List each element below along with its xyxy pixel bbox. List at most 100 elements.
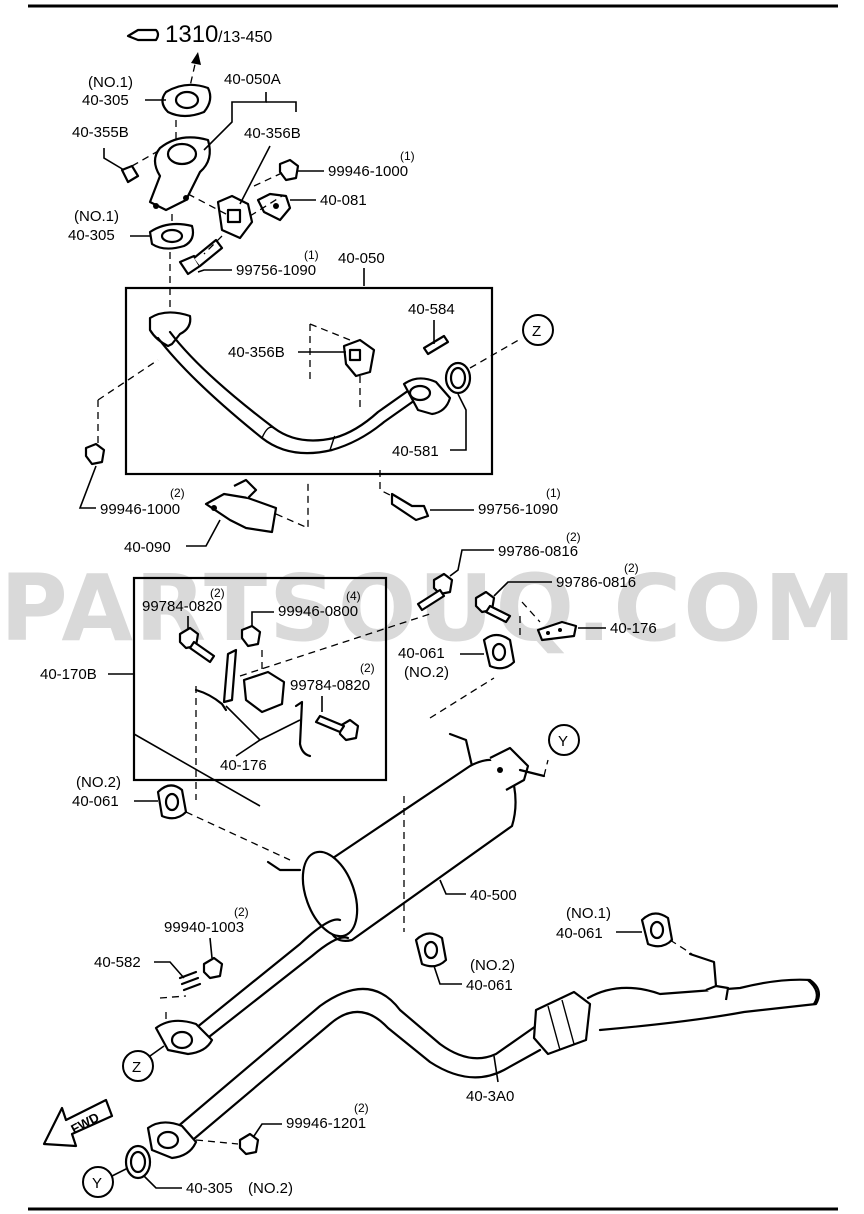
label-gasket-top: 40-305 bbox=[82, 92, 129, 109]
nut-1201[interactable] bbox=[238, 1132, 260, 1156]
label-bracket-356b-top: 40-356B bbox=[244, 125, 301, 142]
label-rubber-061-right-note: (NO.1) bbox=[566, 905, 611, 922]
label-bolt-355b: 40-355B bbox=[72, 124, 129, 141]
ring-581[interactable] bbox=[444, 361, 472, 395]
label-bolt-0816-b: 99786-0816 bbox=[556, 574, 636, 591]
reference-pointer[interactable]: 1310 /13-450 bbox=[126, 21, 272, 48]
bolt-1090-top[interactable] bbox=[178, 238, 224, 276]
bolt-355b[interactable] bbox=[120, 164, 140, 184]
label-bracket-356b-mid: 40-356B bbox=[228, 344, 285, 361]
front-pipe-assy-box bbox=[124, 286, 494, 476]
rubber-061-mid[interactable] bbox=[482, 633, 516, 670]
label-nut-1201: 99946-1201 bbox=[286, 1115, 366, 1132]
connector-z-top[interactable]: Z bbox=[522, 314, 554, 346]
bracket-356b-top[interactable] bbox=[216, 194, 254, 240]
connector-y-bottom[interactable]: Y bbox=[82, 1166, 114, 1198]
leader-bolt-355b bbox=[103, 148, 125, 171]
muffler-500[interactable] bbox=[266, 732, 546, 944]
label-gasket-top-note: (NO.1) bbox=[88, 74, 133, 91]
connector-z-top-label: Z bbox=[532, 323, 541, 340]
fwd-arrow: FWD bbox=[42, 1098, 114, 1148]
nut-0800[interactable] bbox=[240, 624, 262, 648]
label-bolt-0816-a: 99786-0816 bbox=[498, 543, 578, 560]
label-rubber-061-mid-note: (NO.2) bbox=[404, 664, 449, 681]
label-nut-0800: 99946-0800 bbox=[278, 603, 358, 620]
label-gasket-no2-bottom: 40-305 bbox=[186, 1180, 233, 1197]
reference-sub: /13-450 bbox=[218, 29, 272, 46]
rubber-061-left[interactable] bbox=[156, 784, 188, 820]
hanger-176-right[interactable] bbox=[536, 620, 578, 642]
label-hanger-assy-170b: 40-170B bbox=[40, 666, 97, 683]
bolt-0820-a[interactable] bbox=[178, 626, 216, 664]
spring-582[interactable] bbox=[178, 970, 202, 992]
qty-bolt-1090-mid: (1) bbox=[546, 486, 561, 500]
label-rubber-061-lower-note: (NO.2) bbox=[470, 957, 515, 974]
leader-front-pipe-upper-a bbox=[203, 92, 267, 151]
bolt-0820-b[interactable] bbox=[314, 714, 360, 742]
fwd-label: FWD bbox=[68, 1109, 101, 1136]
label-hanger-176-right: 40-176 bbox=[610, 620, 657, 637]
leader-bracket-356b-top bbox=[239, 145, 271, 205]
label-nut-1000-top: 99946-1000 bbox=[328, 163, 408, 180]
connector-z-bottom-label: Z bbox=[132, 1059, 141, 1076]
hanger-176-box[interactable] bbox=[194, 648, 312, 758]
connector-y-bottom-label: Y bbox=[92, 1175, 102, 1192]
front-pipe-upper[interactable] bbox=[148, 136, 211, 212]
connector-y-top[interactable]: Y bbox=[548, 724, 580, 756]
rubber-061-right[interactable] bbox=[640, 912, 718, 988]
sensor-584[interactable] bbox=[422, 334, 450, 356]
ref-arrowhead-icon bbox=[191, 52, 201, 65]
gasket-no1-top[interactable] bbox=[161, 83, 212, 118]
label-spring-582: 40-582 bbox=[94, 954, 141, 971]
hanger-assy-box bbox=[132, 576, 388, 782]
qty-nut-1000-mid: (2) bbox=[170, 486, 185, 500]
label-bolt-1090-mid: 99756-1090 bbox=[478, 501, 558, 518]
label-bolt-0820-a: 99784-0820 bbox=[142, 598, 222, 615]
reference-main: 1310 bbox=[165, 21, 218, 48]
bolt-1090-mid[interactable] bbox=[390, 492, 430, 522]
label-nut-1000-mid: 99946-1000 bbox=[100, 501, 180, 518]
label-rubber-061-left-note: (NO.2) bbox=[76, 774, 121, 791]
qty-nut-1201: (2) bbox=[354, 1101, 369, 1115]
label-gasket-no2-bottom-note: (NO.2) bbox=[248, 1180, 293, 1197]
front-pipe-assy[interactable] bbox=[148, 311, 452, 455]
label-front-pipe-assy: 40-050 bbox=[338, 250, 385, 267]
leader-front-pipe-upper-b bbox=[266, 101, 297, 112]
qty-nut-1000-top: (1) bbox=[400, 149, 415, 163]
label-rubber-061-right: 40-061 bbox=[556, 925, 603, 942]
label-muffler-500: 40-500 bbox=[470, 887, 517, 904]
connector-z-bottom[interactable]: Z bbox=[122, 1050, 154, 1082]
label-rubber-061-left: 40-061 bbox=[72, 793, 119, 810]
bolt-0816-b[interactable] bbox=[474, 590, 512, 624]
label-bolt-1090-top: 99756-1090 bbox=[236, 262, 316, 279]
bracket-090[interactable] bbox=[204, 478, 278, 534]
label-sensor-584: 40-584 bbox=[408, 301, 455, 318]
nut-1003[interactable] bbox=[202, 956, 224, 980]
label-rubber-061-mid: 40-061 bbox=[398, 645, 445, 662]
watermark: PARTSOUQ.COM bbox=[0, 555, 858, 662]
rubber-061-lower[interactable] bbox=[414, 932, 448, 968]
gasket-no1-mid[interactable] bbox=[148, 222, 195, 250]
gasket-no2-bottom[interactable] bbox=[124, 1144, 152, 1180]
bracket-356b-mid[interactable] bbox=[342, 338, 376, 378]
label-stud-081: 40-081 bbox=[320, 192, 367, 209]
qty-bolt-0820-b: (2) bbox=[360, 661, 375, 675]
qty-bolt-0820-a: (2) bbox=[210, 586, 225, 600]
label-bolt-0820-b: 99784-0820 bbox=[290, 677, 370, 694]
label-hanger-176-box: 40-176 bbox=[220, 757, 267, 774]
label-ring-581: 40-581 bbox=[392, 443, 439, 460]
qty-bolt-0816-b: (2) bbox=[624, 561, 639, 575]
label-bracket-090: 40-090 bbox=[124, 539, 171, 556]
nut-1000-top[interactable] bbox=[278, 158, 300, 182]
pointing-hand-icon bbox=[126, 28, 160, 42]
qty-bolt-1090-top: (1) bbox=[304, 248, 319, 262]
stud-081[interactable] bbox=[256, 192, 292, 222]
center-pipe-3a0[interactable] bbox=[146, 918, 821, 1160]
label-rubber-061-lower: 40-061 bbox=[466, 977, 513, 994]
label-gasket-mid-note: (NO.1) bbox=[74, 208, 119, 225]
qty-bolt-0816-a: (2) bbox=[566, 530, 581, 544]
bolt-0816-a[interactable] bbox=[416, 572, 454, 612]
nut-1000-mid[interactable] bbox=[84, 442, 106, 466]
label-front-pipe-upper: 40-050A bbox=[224, 71, 281, 88]
label-center-pipe-3a0: 40-3A0 bbox=[466, 1088, 514, 1105]
